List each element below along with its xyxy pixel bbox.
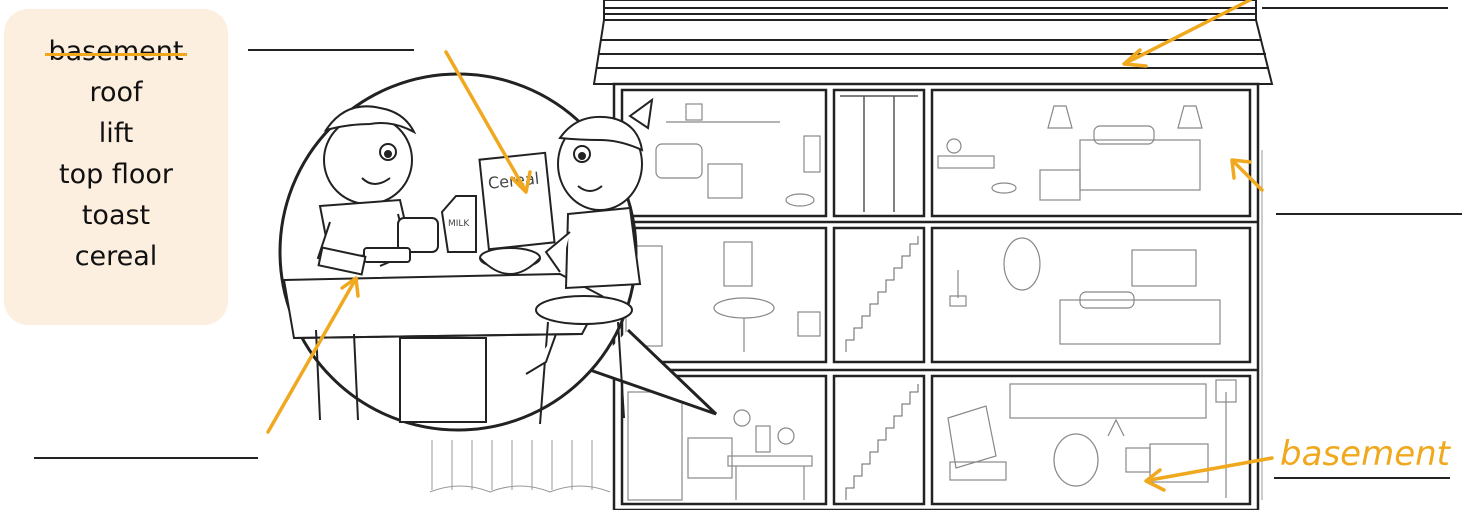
milk-carton-text: MILK <box>448 219 470 229</box>
house-body-drawing <box>614 84 1258 510</box>
